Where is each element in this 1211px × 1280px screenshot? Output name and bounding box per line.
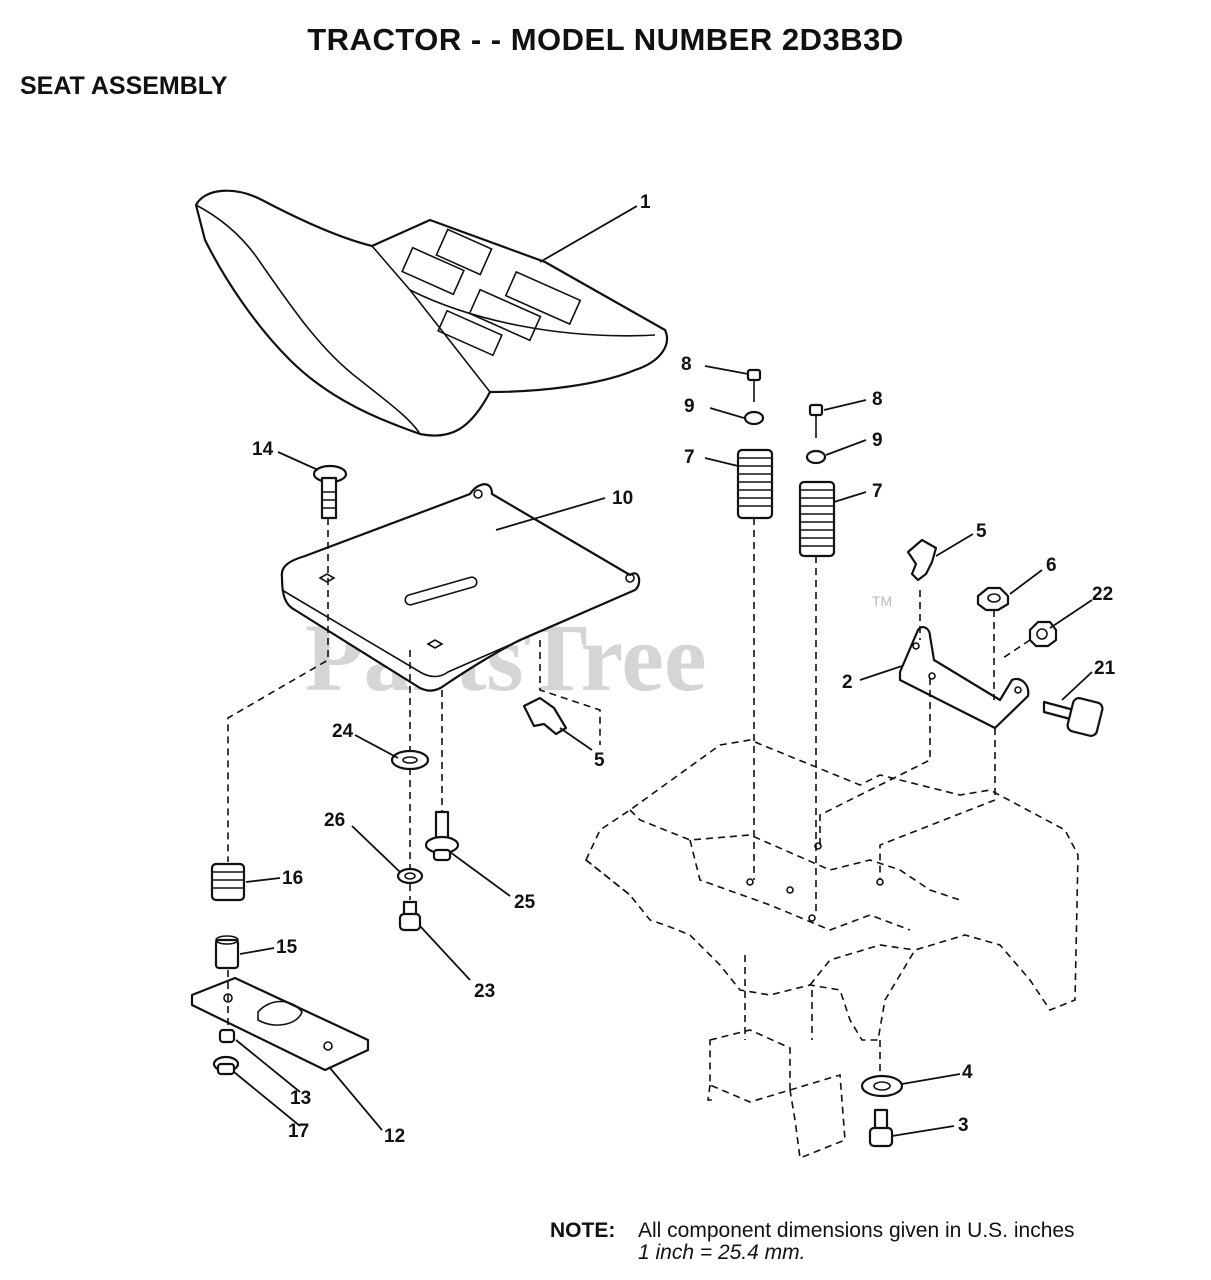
callout-14: 14: [252, 439, 274, 460]
section-title: SEAT ASSEMBLY: [20, 72, 228, 100]
callout-8-right: 8: [872, 389, 883, 410]
callout-21: 21: [1094, 658, 1116, 679]
part-spring-16: [210, 862, 246, 902]
part-screw-23: [398, 900, 422, 932]
part-carriage-bolt: [312, 464, 348, 520]
part-shoulder-bolt: [424, 810, 460, 862]
part-bracket-plate: [190, 976, 370, 1072]
part-spacer-15: [214, 935, 240, 970]
callout-7-right: 7: [872, 481, 883, 502]
part-seat-pan: [280, 483, 641, 692]
callout-7-left: 7: [684, 447, 695, 468]
watermark-trademark: TM: [872, 593, 892, 609]
part-seat: [194, 189, 668, 437]
note-label: NOTE:: [550, 1219, 616, 1242]
callout-2: 2: [842, 672, 853, 693]
tractor-fender-outline: [585, 739, 1079, 1160]
callout-13: 13: [290, 1088, 311, 1109]
callout-8-left: 8: [681, 354, 692, 375]
callout-5-upper: 5: [976, 521, 987, 542]
callout-9-left: 9: [684, 396, 695, 417]
page-title: TRACTOR - - MODEL NUMBER 2D3B3D: [307, 22, 904, 57]
part-seat-bracket: [898, 626, 1030, 730]
callout-1: 1: [640, 192, 651, 213]
callout-5-lower: 5: [594, 750, 605, 771]
part-lock-washer-26: [396, 867, 424, 885]
callout-10: 10: [612, 488, 633, 509]
callout-16: 16: [282, 868, 303, 889]
callout-12: 12: [384, 1126, 405, 1147]
callout-labels: 1 14 10 8 9 7 8 9 7 5 6 22 2 21 5 24 26 …: [252, 192, 1116, 1147]
part-lock-nut: [1028, 620, 1058, 648]
callout-9-right: 9: [872, 430, 883, 451]
callout-25: 25: [514, 892, 536, 913]
part-spring-stack-right: [798, 403, 836, 558]
callout-leaders: [233, 205, 1093, 1137]
part-spring-stack-left: [736, 368, 774, 520]
part-clip-upper: [906, 538, 938, 582]
part-nut-13: [218, 1028, 236, 1044]
callout-4: 4: [962, 1062, 973, 1083]
callout-24: 24: [332, 721, 354, 742]
part-screw-3: [868, 1108, 894, 1148]
part-knob-bolt: [1042, 697, 1104, 737]
assembly-lines: [227, 518, 1031, 1076]
part-nut: [976, 586, 1010, 612]
callout-6: 6: [1046, 555, 1057, 576]
callout-3: 3: [958, 1115, 969, 1136]
part-washer-24: [390, 749, 430, 771]
note-line-2: 1 inch = 25.4 mm.: [638, 1241, 806, 1264]
part-nut-17: [212, 1055, 240, 1076]
callout-23: 23: [474, 981, 495, 1002]
callout-26: 26: [324, 810, 345, 831]
callout-22: 22: [1092, 584, 1113, 605]
callout-15: 15: [276, 937, 298, 958]
part-clip-lower: [522, 696, 568, 736]
part-washer-4: [860, 1074, 904, 1098]
callout-17: 17: [288, 1121, 309, 1142]
note-line-1: All component dimensions given in U.S. i…: [638, 1219, 1075, 1242]
dimension-note: NOTE: All component dimensions given in U…: [550, 1220, 1075, 1264]
